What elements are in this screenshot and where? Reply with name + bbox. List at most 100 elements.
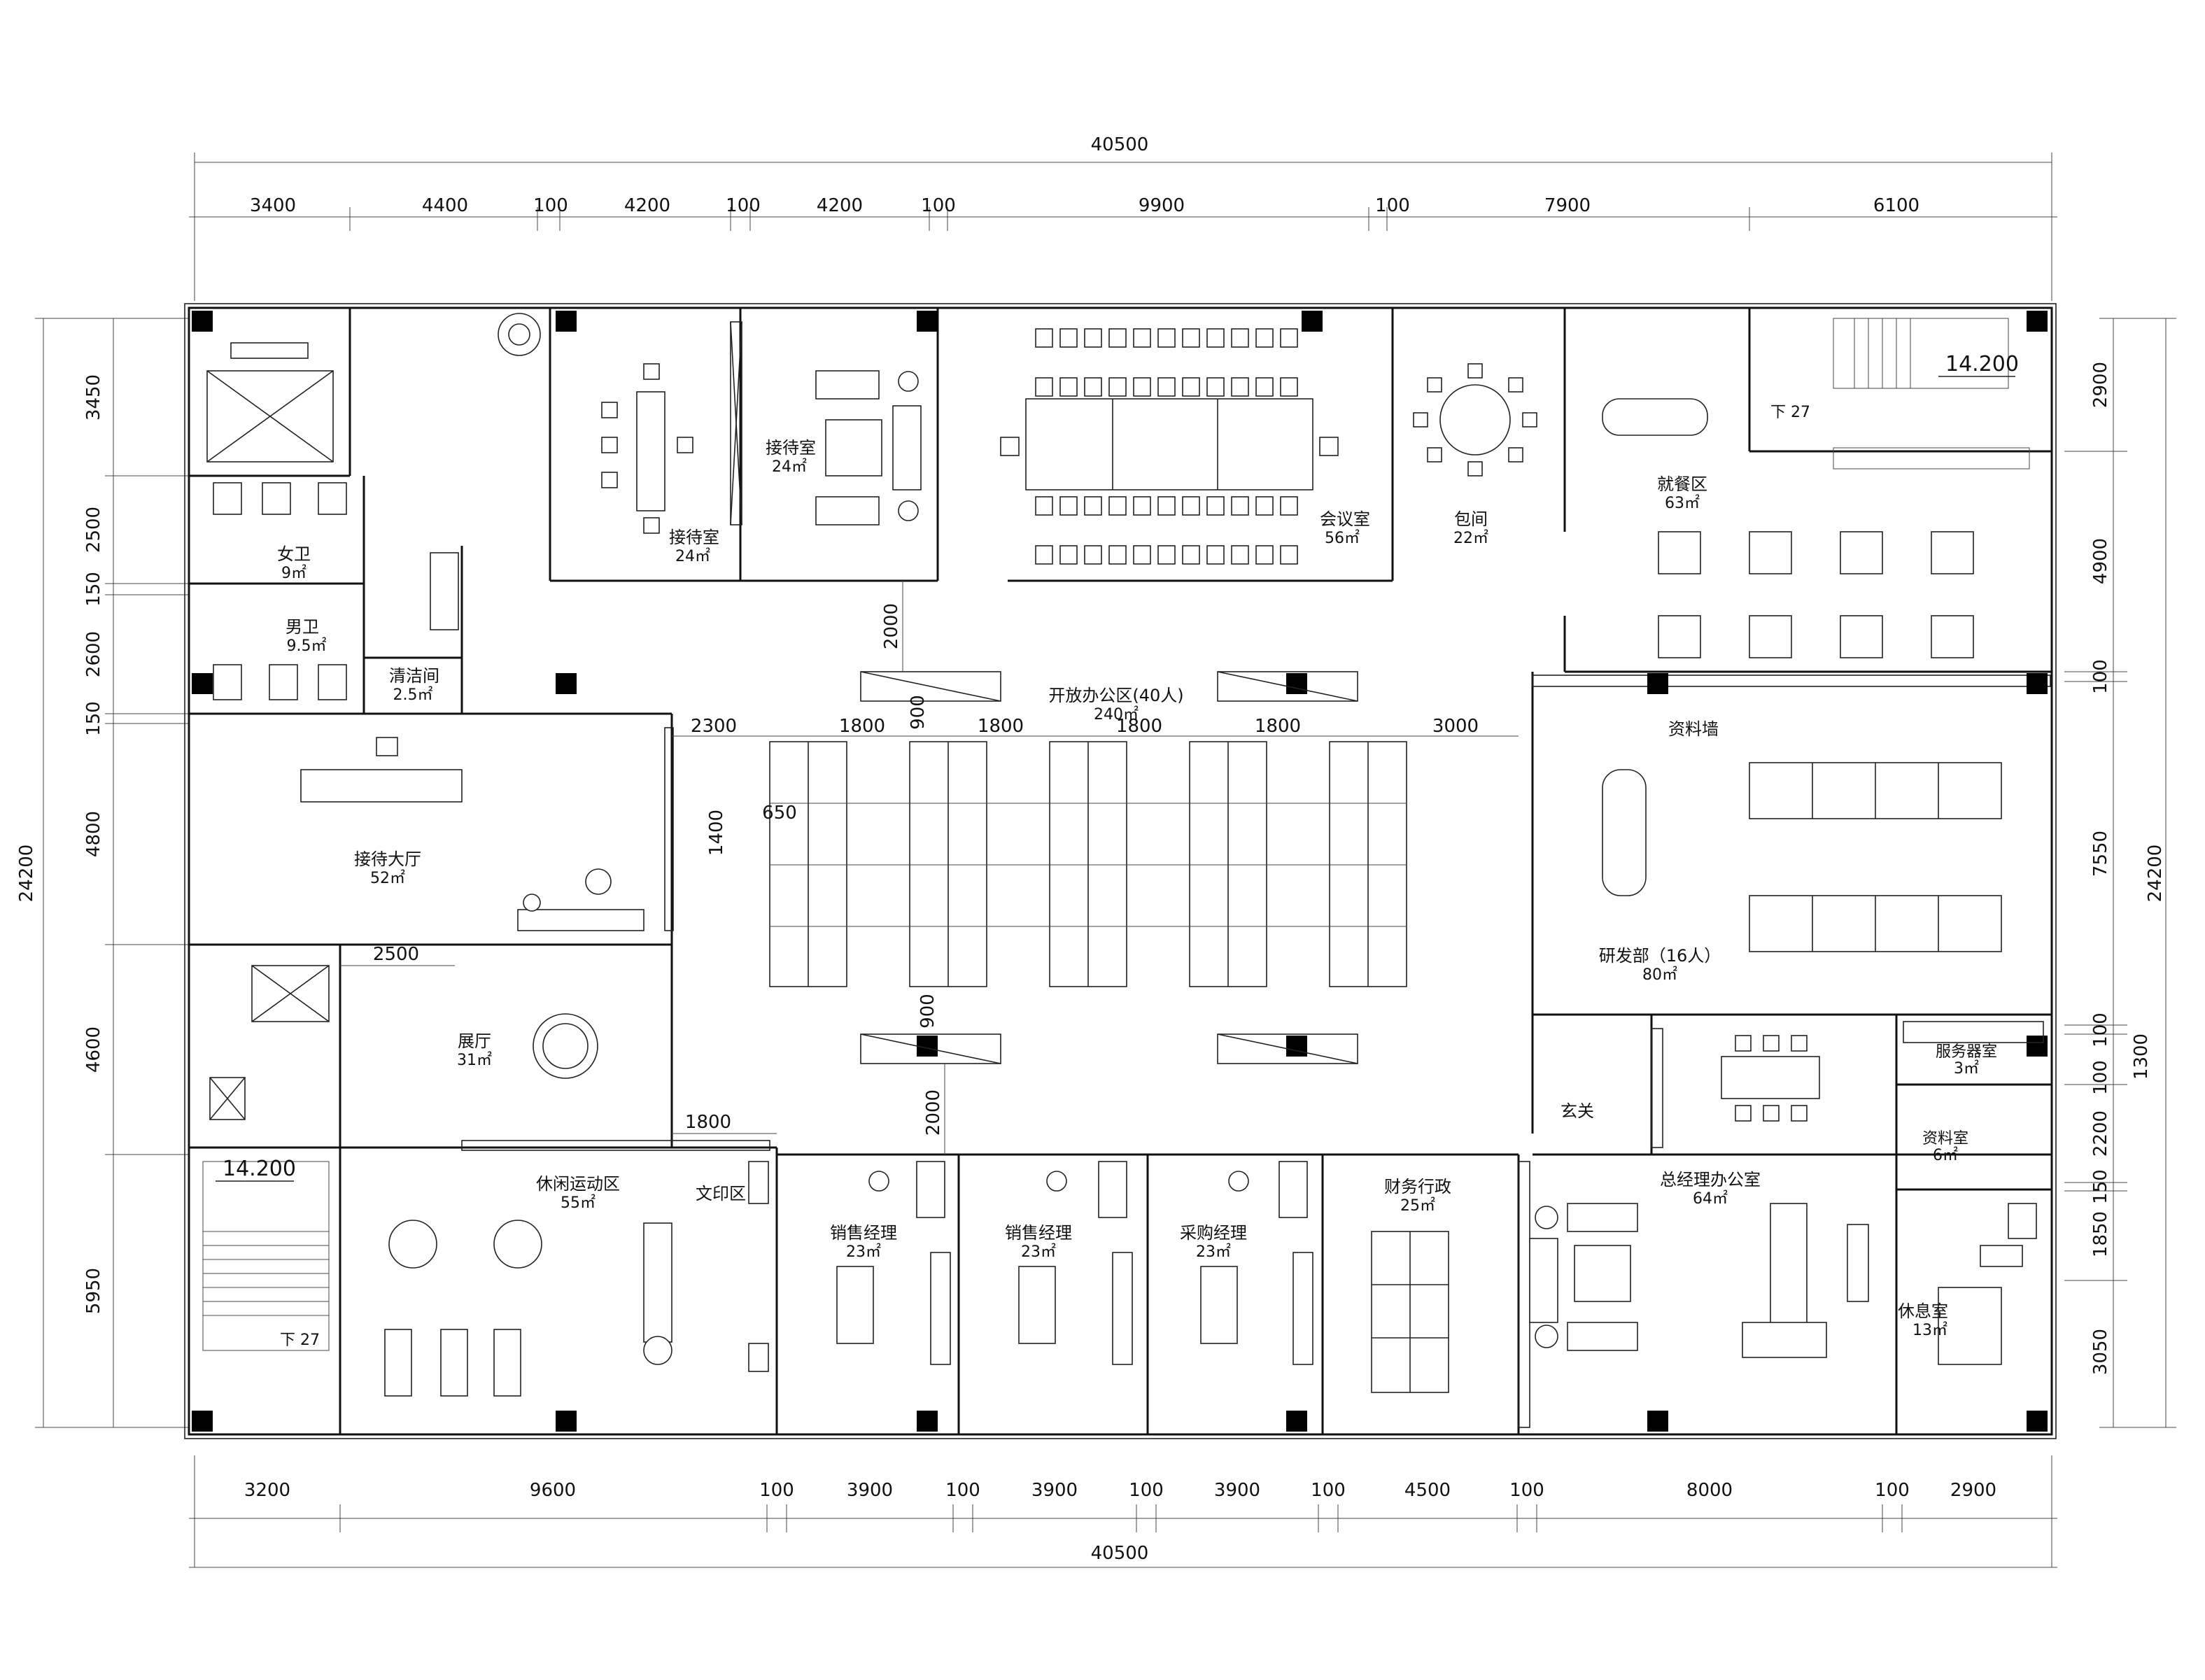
- dim-inner-900-top: 900: [908, 695, 929, 730]
- private-room-furniture: [1413, 363, 1537, 477]
- stair-down-1: 下 27: [1770, 404, 1810, 421]
- dim-top-10: 6100: [1873, 195, 1919, 216]
- room-purchase-name: 采购经理: [1180, 1223, 1247, 1243]
- dim-bottom-0: 3200: [244, 1480, 290, 1501]
- dim-top-4: 100: [726, 195, 761, 216]
- dim-left-4: 150: [83, 701, 104, 736]
- dim-bottom-6: 100: [1129, 1480, 1164, 1501]
- dim-inner-2000-bot: 2000: [923, 1089, 944, 1136]
- dim-inner-2000-top: 2000: [881, 603, 902, 649]
- dim-left-7: 5950: [83, 1268, 104, 1314]
- room-reception-a-name: 接待室: [669, 528, 719, 547]
- dim-bottom-8: 100: [1311, 1480, 1346, 1501]
- dim-top-3: 4200: [624, 195, 670, 216]
- room-files-name: 资料室: [1922, 1130, 1968, 1148]
- dim-inner-900-bot: 900: [917, 994, 938, 1029]
- rest-furniture: [1938, 1203, 2037, 1365]
- room-rnd-area: 80㎡: [1642, 966, 1677, 984]
- dim-left-5: 4800: [83, 811, 104, 857]
- dim-inner-3000: 3000: [1432, 716, 1479, 737]
- dim-right-8: 1850: [2090, 1211, 2111, 1257]
- inner-dims: 2000 900 2300 1800 1800 1800 1800 3000 6…: [340, 581, 1519, 1155]
- dim-left-1: 2500: [83, 507, 104, 553]
- dim-right-3: 7550: [2090, 831, 2111, 877]
- plant-icon: [498, 313, 541, 356]
- dim-top-9: 7900: [1544, 195, 1591, 216]
- room-finance-area: 25㎡: [1400, 1197, 1435, 1215]
- room-sales2-area: 23㎡: [1021, 1243, 1056, 1261]
- room-nvwei-area: 9㎡: [281, 564, 307, 582]
- room-dining-name: 就餐区: [1657, 474, 1707, 494]
- dim-bottom-2: 100: [759, 1480, 794, 1501]
- meeting-chairs-bottom: [1035, 496, 1298, 565]
- dining-furniture: [1602, 398, 1974, 658]
- meeting-chairs-top: [1035, 328, 1298, 397]
- room-rnd-name: 研发部（16人）: [1599, 946, 1721, 966]
- room-qingjie-area: 2.5㎡: [393, 686, 433, 704]
- dim-top-0: 3400: [250, 195, 296, 216]
- elev-top-right: 14.200: [1945, 352, 2019, 376]
- dim-inner-1400: 1400: [706, 810, 727, 856]
- room-print-name: 文印区: [696, 1184, 746, 1203]
- dim-left-6: 4600: [83, 1026, 104, 1073]
- sales1-furniture: [836, 1161, 951, 1365]
- room-gm-area: 64㎡: [1693, 1190, 1728, 1208]
- dim-bottom-9: 4500: [1404, 1480, 1451, 1501]
- room-reception-b-name: 接待室: [766, 438, 816, 458]
- exhibit-furniture: [533, 1013, 598, 1079]
- dim-top-2: 100: [533, 195, 568, 216]
- server-furniture: [1903, 1021, 2044, 1043]
- elev-bottom-left: 14.200: [223, 1157, 296, 1181]
- elevation-marks: 14.200 14.200 下 27 下 27: [216, 352, 2019, 1349]
- lobby-furniture: [300, 737, 644, 931]
- room-private-area: 22㎡: [1453, 529, 1488, 547]
- room-exhibit-name: 展厅: [458, 1031, 491, 1051]
- room-open-office-area: 240㎡: [1094, 705, 1139, 723]
- room-lobby-name: 接待大厅: [354, 849, 421, 869]
- dim-right-7: 150: [2090, 1169, 2111, 1204]
- dim-top-1: 4400: [422, 195, 468, 216]
- dim-bottom-1: 9600: [530, 1480, 576, 1501]
- stairs-bottom-left: [202, 1161, 330, 1351]
- room-files-area: 6㎡: [1933, 1146, 1958, 1164]
- dim-inner-2500: 2500: [373, 944, 419, 965]
- dim-inner-1800-4: 1800: [1255, 716, 1301, 737]
- dim-bottom-10: 100: [1509, 1480, 1544, 1501]
- columns: [192, 311, 2048, 1432]
- dim-top-total: 40500: [1091, 134, 1149, 155]
- dim-right-6: 2200: [2090, 1110, 2111, 1157]
- leisure-furniture: [384, 1220, 672, 1397]
- glass-partitions: [461, 321, 2051, 1428]
- dim-bottom-4: 100: [945, 1480, 980, 1501]
- room-sales1-name: 销售经理: [830, 1223, 897, 1243]
- dim-right-5: 100: [2090, 1060, 2111, 1095]
- room-purchase-area: 23㎡: [1196, 1243, 1231, 1261]
- meeting-furniture: [1000, 398, 1339, 490]
- room-leisure-name: 休闲运动区: [536, 1174, 620, 1194]
- room-sales2-name: 销售经理: [1005, 1223, 1072, 1243]
- dim-right-1: 4900: [2090, 538, 2111, 584]
- dim-top-8: 100: [1375, 195, 1410, 216]
- dim-right-0: 2900: [2090, 362, 2111, 408]
- dim-left-3: 2600: [83, 631, 104, 677]
- dim-top-7: 9900: [1139, 195, 1185, 216]
- dimension-lines: [35, 153, 2176, 1568]
- room-reception-a-area: 24㎡: [675, 547, 710, 565]
- stairs-top-right: [1833, 318, 2030, 470]
- room-leisure-area: 55㎡: [561, 1194, 596, 1212]
- room-server-name: 服务器室: [1936, 1043, 1997, 1061]
- reception-b-furniture: [815, 370, 922, 525]
- dim-left-2: 150: [83, 572, 104, 607]
- elevator-bottom: [209, 965, 330, 1120]
- room-private-name: 包间: [1454, 509, 1488, 529]
- dim-bottom-7: 3900: [1214, 1480, 1260, 1501]
- dim-top-6: 100: [921, 195, 956, 216]
- dim-right-extra: 1300: [2131, 1033, 2152, 1080]
- dim-right-2: 100: [2090, 659, 2111, 694]
- gm-meeting-furniture: [1721, 1035, 1820, 1122]
- toilet-fixtures: [213, 482, 459, 700]
- dim-bottom-12: 100: [1875, 1480, 1910, 1501]
- gm-furniture: [1529, 1203, 1869, 1358]
- room-exhibit-area: 31㎡: [457, 1051, 492, 1069]
